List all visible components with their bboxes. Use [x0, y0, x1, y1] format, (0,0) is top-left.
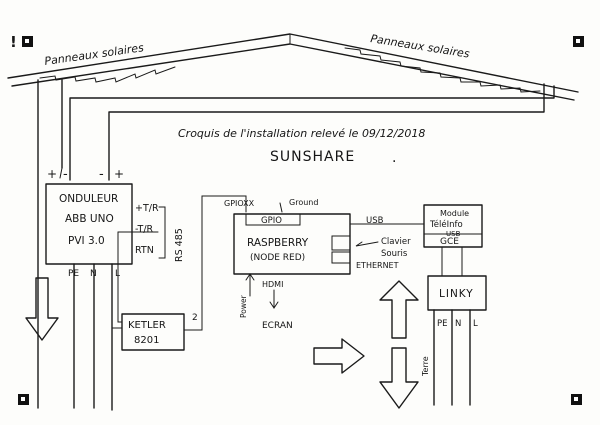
mouse-label: Souris [381, 249, 408, 259]
panel-minus-terminal: - [63, 167, 68, 182]
raspberry-box [233, 213, 351, 275]
gce-name: GCE [440, 237, 459, 247]
hdmi-label: HDMI [262, 280, 283, 289]
ketler-label-1: KETLER [128, 320, 166, 331]
onduleur-n-label: N [90, 269, 97, 279]
gce-module-box [423, 204, 483, 248]
ketler-port-number: 2 [192, 313, 198, 323]
keyboard-label: Clavier [381, 237, 411, 247]
up-down-arrow-icon [379, 280, 419, 409]
panel-minus-terminal-right: - [99, 167, 104, 182]
onduleur-output-lines [73, 263, 113, 411]
linky-pe-label: PE [437, 319, 448, 329]
diagram-title: Croquis de l'installation relevé le 09/1… [178, 127, 425, 140]
raspberry-label-2: (NODE RED) [250, 253, 305, 263]
onduleur-pe-label: PE [68, 269, 79, 279]
corner-marker-top-left-icon [22, 36, 33, 47]
panel-plus-terminal: + [47, 167, 57, 181]
solar-panels-left [39, 66, 176, 83]
onduleur-box [45, 183, 133, 265]
corner-exclamation: ! [10, 33, 17, 51]
ketler-box [121, 313, 185, 351]
power-label: Power [239, 294, 248, 318]
raspberry-label-1: RASPBERRY [247, 237, 309, 249]
raspberry-usb-cable [349, 223, 425, 247]
gpio-pin-label: GPIOXX [224, 199, 255, 208]
linky-l-label: L [473, 319, 478, 329]
down-arrow-icon [25, 277, 59, 341]
onduleur-label-3: PVI 3.0 [68, 235, 105, 247]
solar-panels-label-right: Panneaux solaires [370, 32, 471, 61]
diagram-subtitle-dot: . [392, 150, 396, 166]
linky-box [427, 275, 487, 311]
corner-marker-bottom-left-icon [18, 394, 29, 405]
screen-label: ECRAN [262, 321, 293, 331]
hdmi-arrow-icon [269, 289, 279, 309]
right-arrow-icon [313, 338, 365, 374]
corner-marker-top-right-icon [573, 36, 584, 47]
ketler-label-2: 8201 [134, 335, 159, 346]
panel-plus-terminal-right: + [114, 167, 124, 181]
earth-label: Terre [421, 356, 430, 377]
corner-marker-bottom-right-icon [571, 394, 582, 405]
gce-teleinfo-label: TéléInfo [429, 219, 463, 230]
onduleur-label-1: ONDULEUR [59, 193, 118, 205]
onduleur-label-2: ABB UNO [65, 213, 114, 225]
dc-cables [37, 79, 555, 409]
ketler-to-raspberry-cable [183, 195, 283, 331]
rs485-wiring [111, 231, 159, 329]
gce-usb-label: USB [446, 230, 461, 238]
ethernet-label: ETHERNET [356, 261, 399, 270]
diagram-subtitle: SUNSHARE [270, 149, 355, 165]
solar-panels-right [344, 47, 541, 93]
linky-label: LINKY [439, 288, 474, 300]
gpio-label: GPIO [261, 216, 282, 226]
ground-label: Ground [289, 198, 318, 207]
roof-outline [7, 33, 579, 101]
onduleur-port-tr-minus: -T/R [135, 224, 154, 235]
linky-output-lines [433, 309, 471, 406]
usb-label: USB [366, 216, 384, 226]
linky-n-label: N [455, 319, 461, 329]
onduleur-port-rtn: RTN [135, 245, 154, 256]
rs485-bus [158, 206, 166, 259]
gce-module-label: Module [440, 209, 469, 218]
raspberry-power-arrow-icon [245, 273, 255, 297]
rs485-label: RS 485 [174, 228, 185, 262]
onduleur-port-tr-plus: +T/R [135, 203, 159, 214]
gce-to-linky-cable [441, 246, 463, 277]
